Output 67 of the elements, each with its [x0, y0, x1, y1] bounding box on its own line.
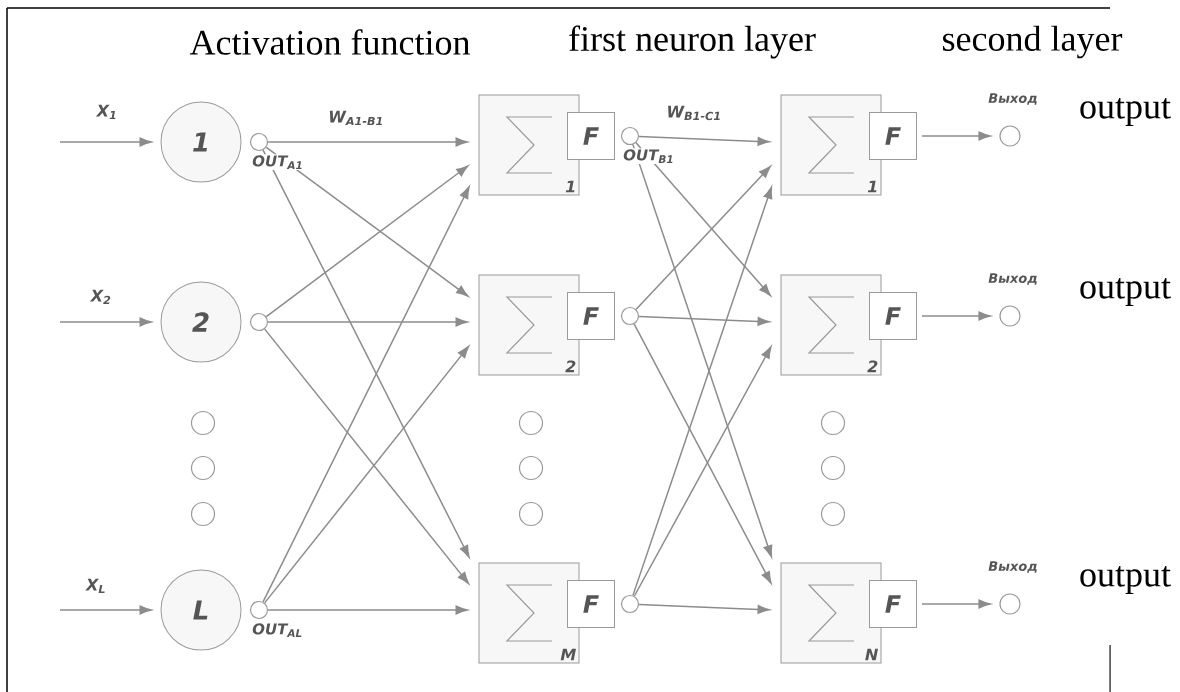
arrow	[635, 165, 771, 311]
edge-label: X$_{1}$	[95, 103, 119, 121]
output-label: Выход	[987, 92, 1039, 106]
arrow	[267, 317, 468, 327]
arrow	[632, 186, 773, 597]
arrow	[59, 605, 152, 615]
arrow	[262, 186, 470, 603]
activation-box: F	[869, 580, 917, 628]
signal-label: OUT$_{B1}$	[622, 148, 676, 164]
summation-box: 2	[780, 274, 882, 376]
arrow	[632, 143, 773, 558]
arrow	[635, 142, 771, 297]
summation-box: 1	[478, 94, 580, 196]
summation-box: N	[780, 562, 882, 664]
signal-label: OUT$_{AL}$	[251, 622, 304, 638]
arrow	[265, 146, 469, 297]
edge-label: X$_{L}$	[85, 577, 107, 595]
output-dot	[620, 126, 640, 146]
output-dot	[249, 132, 269, 152]
arrow	[638, 315, 770, 326]
arrow	[267, 605, 468, 615]
ellipsis-dot	[820, 501, 846, 527]
ellipsis-dot	[820, 455, 846, 481]
activation-box: F	[567, 112, 615, 160]
layer-title: Activation function	[189, 29, 470, 55]
edge-label: W$_{B1-C1}$	[665, 104, 723, 122]
output-label: Выход	[987, 560, 1039, 574]
output-label: Выход	[987, 272, 1039, 286]
activation-box: F	[869, 112, 917, 160]
layer-title: first neuron layer	[569, 25, 816, 59]
arrow	[262, 149, 470, 558]
signal-label: OUT$_{A1}$	[251, 154, 305, 170]
arrow	[267, 137, 468, 147]
activation-box: F	[567, 580, 615, 628]
ellipsis-dot	[190, 501, 216, 527]
summation-box: M	[478, 562, 580, 664]
arrow	[59, 137, 152, 147]
activation-box: F	[869, 292, 917, 340]
output-label: output	[1080, 278, 1171, 306]
arrow	[638, 603, 770, 614]
output-dot	[620, 306, 640, 326]
output-dot	[249, 312, 269, 332]
arrow	[921, 311, 991, 321]
output-dot	[249, 600, 269, 620]
arrow	[265, 165, 469, 318]
output-dot	[999, 125, 1021, 147]
arrow	[921, 131, 991, 141]
ellipsis-dot	[820, 410, 846, 436]
edge-label: W$_{A1-B1}$	[327, 109, 385, 127]
arrow	[921, 599, 991, 609]
ellipsis-dot	[518, 501, 544, 527]
summation-box: 1	[780, 94, 882, 196]
ellipsis-dot	[518, 455, 544, 481]
ellipsis-dot	[518, 410, 544, 436]
output-dot	[620, 594, 640, 614]
edge-label: X$_{2}$	[89, 288, 113, 306]
output-dot	[999, 305, 1021, 327]
arrow	[638, 135, 770, 146]
summation-box: 2	[478, 274, 580, 376]
ellipsis-dot	[190, 455, 216, 481]
ellipsis-dot	[190, 410, 216, 436]
output-label: output	[1080, 566, 1171, 594]
activation-box: F	[567, 292, 615, 340]
layer-title: second layer	[943, 25, 1123, 59]
output-dot	[999, 593, 1021, 615]
output-label: output	[1080, 98, 1171, 126]
arrow	[59, 317, 152, 327]
